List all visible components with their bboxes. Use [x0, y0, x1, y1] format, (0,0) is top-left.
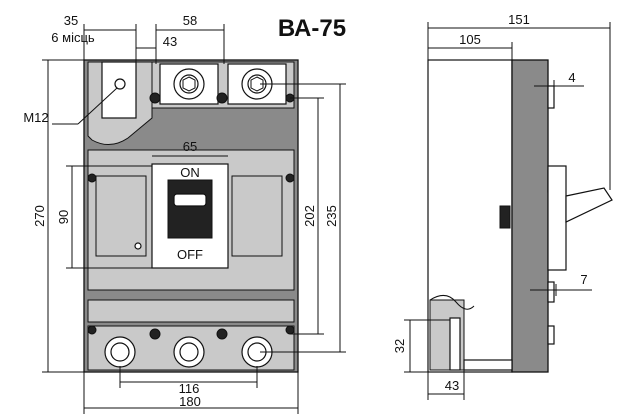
- indicator-dot: [134, 242, 142, 250]
- window-right: [231, 175, 283, 257]
- dim-35: 35: [64, 13, 78, 28]
- dim-65: 65: [183, 139, 197, 154]
- dim-7: 7: [580, 272, 587, 287]
- cover-screw: [87, 173, 97, 183]
- dim-270: 270: [32, 205, 47, 227]
- handle-lever: [167, 179, 213, 239]
- dim-90: 90: [56, 210, 71, 224]
- dim-180: 180: [179, 394, 201, 409]
- dim-116: 116: [179, 381, 200, 396]
- front-view: ON OFF 35 6 місць 58 43: [23, 13, 346, 414]
- dim-235: 235: [324, 205, 339, 227]
- dim-32: 32: [392, 339, 407, 353]
- model-title: ВА-75: [278, 15, 346, 42]
- busbar: [101, 61, 137, 119]
- m12-hole: [114, 78, 126, 90]
- side-lower-plate: [463, 359, 513, 371]
- bottom-stud: [87, 325, 97, 335]
- side-view: 151 105 4 7 32 43: [392, 12, 613, 400]
- dim-4: 4: [568, 70, 575, 85]
- bottom-stud: [285, 325, 295, 335]
- side-dimensions: 151 105 4 7 32 43: [392, 12, 611, 400]
- dim-151: 151: [508, 12, 530, 27]
- breaker-front-section: [511, 59, 549, 373]
- dim-6-places: 6 місць: [51, 30, 95, 45]
- front-dimensions: 35 6 місць 58 43 M12 65 90: [23, 13, 346, 414]
- side-busbar: [449, 317, 461, 371]
- dim-58: 58: [183, 13, 197, 28]
- side-handle-base: [547, 165, 567, 271]
- top-stud: [216, 92, 228, 104]
- bottom-stud: [216, 328, 228, 340]
- handle-grip: [173, 193, 207, 207]
- handle-off-label: OFF: [177, 247, 203, 262]
- bottom-band: [87, 299, 295, 323]
- side-handle-lever: [565, 187, 613, 223]
- side-latch: [499, 205, 511, 229]
- dim-43-top: 43: [163, 34, 177, 49]
- dim-105: 105: [459, 32, 481, 47]
- cover-screw: [285, 173, 295, 183]
- bottom-stud: [149, 328, 161, 340]
- dim-202: 202: [302, 205, 317, 227]
- dim-m12: M12: [23, 110, 48, 125]
- side-cutout-break: [429, 295, 475, 310]
- dim-43-side: 43: [445, 378, 459, 393]
- top-stud: [149, 92, 161, 104]
- bottom-terminal-screws: [104, 336, 273, 368]
- handle-on-label: ON: [180, 165, 200, 180]
- top-terminal-screws: [159, 63, 287, 105]
